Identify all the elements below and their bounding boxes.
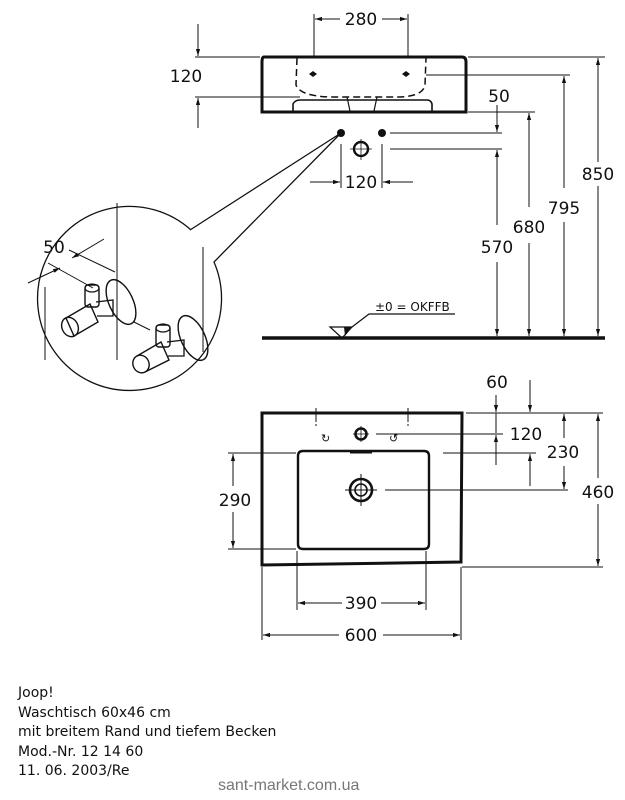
fixing-hole-right [402, 71, 410, 77]
basin-underside [292, 99, 433, 111]
dim-290: 290 [219, 491, 251, 511]
dim-570: 570 [481, 238, 513, 258]
basin-top-outline [260, 411, 464, 567]
bowl-hidden-line [295, 57, 427, 98]
floor-reference-label: ±0 = OKFFB [375, 300, 450, 314]
caption-model-number: Mod.-Nr. 12 14 60 [18, 743, 144, 760]
dim-60: 60 [486, 373, 508, 393]
title-block: Joop! Waschtisch 60x46 cm mit breitem Ra… [18, 684, 276, 782]
rotation-mark-right: ↺ [389, 432, 398, 445]
dim-120-supply: 120 [345, 173, 377, 193]
dim-390: 390 [345, 594, 377, 614]
side-view: 280 120 120 50 570 [170, 10, 614, 340]
angle-valve-upper [60, 278, 137, 338]
dim-795: 795 [548, 199, 580, 219]
caption-brand: Joop! [18, 685, 54, 701]
caption-product: Waschtisch 60x46 cm [18, 704, 171, 721]
watermark: sant-market.com.ua [218, 777, 360, 794]
basin-side-outline [260, 55, 468, 114]
detail-callout-outline [36, 132, 342, 392]
dim-50-supply: 50 [488, 87, 510, 107]
dim-680: 680 [513, 218, 545, 238]
dim-850: 850 [582, 165, 614, 185]
dim-120-rim: 120 [170, 67, 202, 87]
dim-460: 460 [582, 483, 614, 503]
dim-230: 230 [547, 443, 579, 463]
dim-280: 280 [345, 10, 377, 30]
fixing-hole-left [309, 71, 317, 77]
valve-detail: 50 [27, 132, 342, 392]
top-view: ↻ ↺ 60 120 230 460 290 [219, 373, 614, 646]
supply-point-right [378, 129, 386, 137]
caption-description: mit breitem Rand und tiefem Becken [18, 724, 277, 740]
basin-bowl-outline [296, 449, 431, 551]
dim-120-top: 120 [510, 425, 542, 445]
angle-valve-lower [132, 314, 209, 374]
caption-date: 11. 06. 2003/Re [18, 763, 130, 779]
dim-600: 600 [345, 626, 377, 646]
rotation-mark-left: ↻ [321, 432, 330, 445]
dim-50-valve: 50 [43, 238, 65, 258]
